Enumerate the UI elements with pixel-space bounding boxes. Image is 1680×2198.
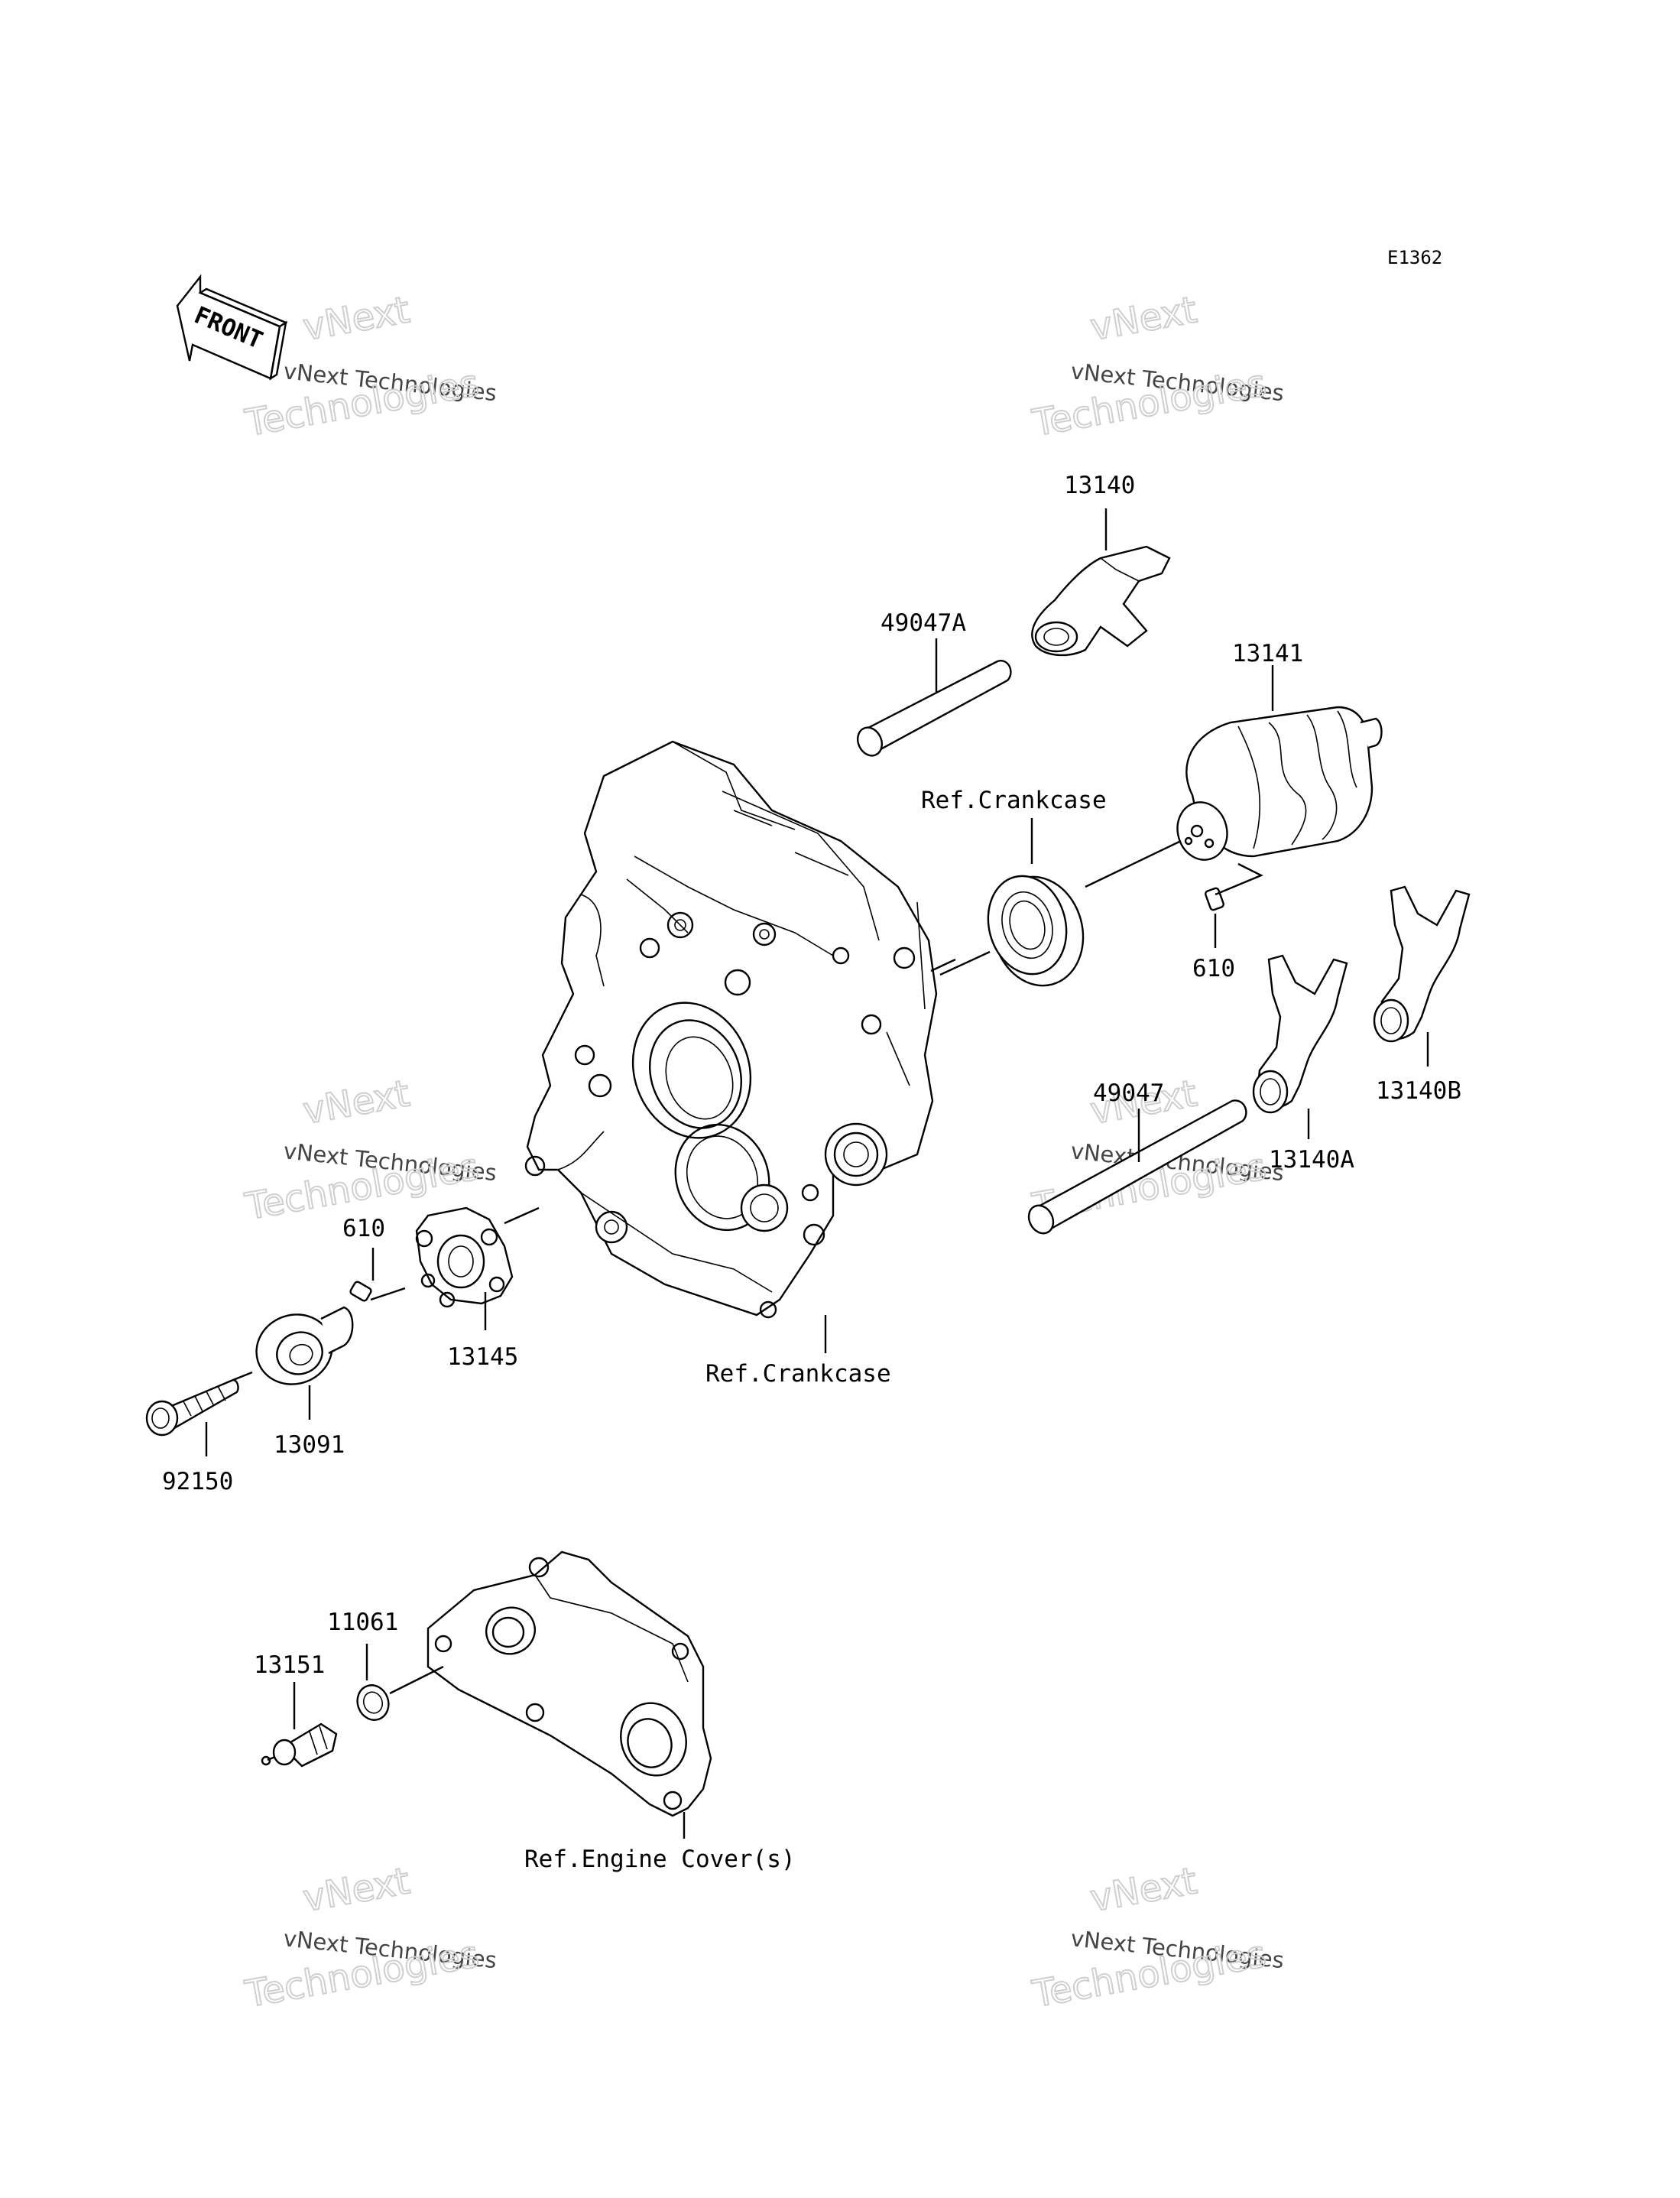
svg-text:vNext: vNext [300, 1072, 413, 1133]
ref-crankcase-bottom: Ref.Crankcase [705, 1360, 891, 1388]
crankcase [524, 740, 938, 1319]
svg-text:vNext: vNext [1087, 1859, 1200, 1920]
ref-engine-cover: Ref.Engine Cover(s) [524, 1846, 796, 1873]
label-610-right: 610 [1192, 955, 1235, 982]
watermark-top-left: vNext vNext Technologies Technologies [241, 287, 498, 446]
neutral-switch-13151 [261, 1722, 338, 1768]
label-11061: 11061 [327, 1609, 398, 1636]
shift-fork-13140B [1373, 885, 1471, 1043]
pin-610-left [349, 1281, 372, 1302]
svg-text:vNext: vNext [300, 1859, 413, 1920]
label-49047: 49047 [1093, 1080, 1164, 1107]
label-13140A: 13140A [1269, 1146, 1354, 1174]
label-13140B: 13140B [1376, 1077, 1461, 1105]
label-13091: 13091 [274, 1431, 345, 1459]
shift-rod-49047A [857, 660, 1012, 757]
label-92150: 92150 [162, 1468, 233, 1495]
bolt-92150 [145, 1378, 239, 1437]
engine-cover [426, 1550, 712, 1817]
svg-text:vNext: vNext [1087, 288, 1200, 349]
watermark-bottom-right: vNext vNext Technologies Technologies [1028, 1859, 1285, 2017]
shift-drum-13141 [1176, 706, 1383, 861]
shift-fork-13140A [1252, 954, 1348, 1114]
label-13140: 13140 [1064, 472, 1135, 499]
svg-text:vNext: vNext [300, 288, 413, 349]
watermark-mid-left: vNext vNext Technologies Technologies [241, 1071, 498, 1229]
label-49047A: 49047A [881, 609, 966, 637]
shift-rod-49047 [1027, 1099, 1247, 1235]
label-610-left: 610 [342, 1215, 385, 1242]
pin-610-right [1205, 887, 1224, 911]
holder-13091 [255, 1306, 354, 1385]
watermark-bottom-left: vNext vNext Technologies Technologies [241, 1859, 498, 2017]
label-13141: 13141 [1232, 640, 1303, 667]
label-13151: 13151 [254, 1651, 325, 1679]
front-arrow-icon: FRONT [176, 274, 288, 381]
label-13145: 13145 [447, 1343, 518, 1371]
shift-fork-13140 [1031, 545, 1171, 657]
shift-cam-13145 [415, 1206, 514, 1308]
diagram-code: E1362 [1387, 247, 1442, 268]
watermark-top-right: vNext vNext Technologies Technologies [1028, 287, 1285, 446]
washer-11061 [356, 1684, 390, 1721]
bearing [987, 875, 1085, 987]
ref-crankcase-top: Ref.Crankcase [921, 787, 1107, 814]
